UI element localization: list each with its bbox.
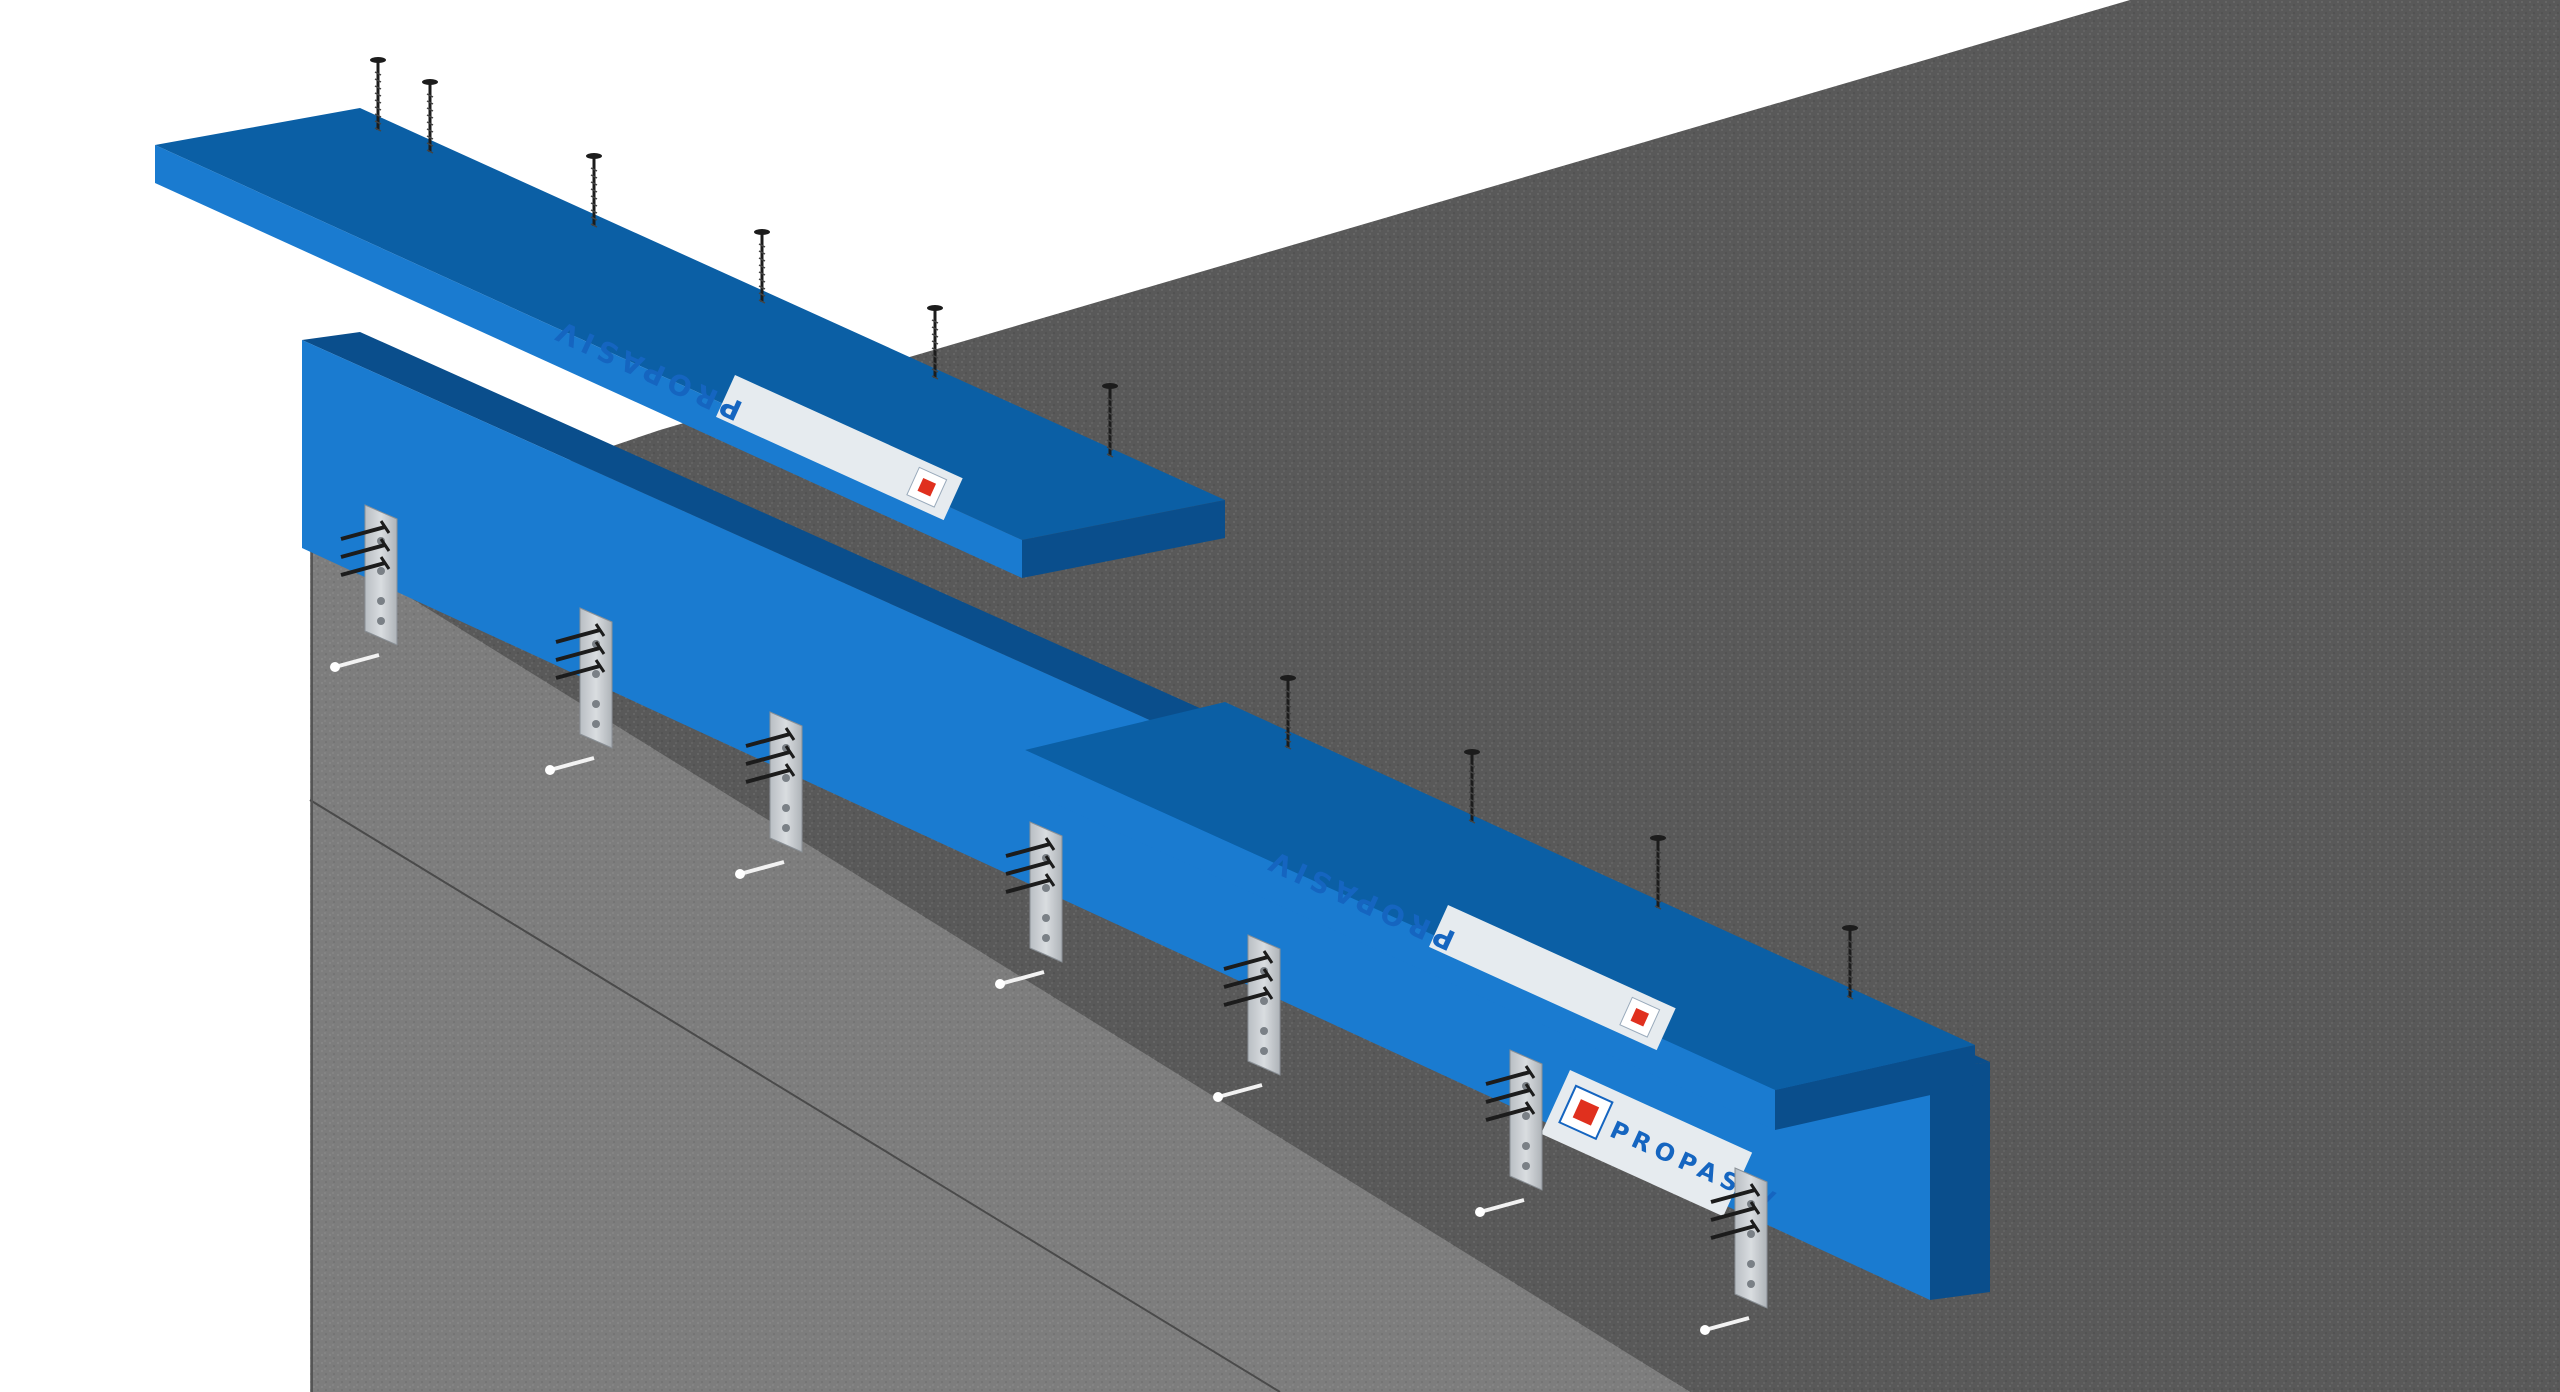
- wood-screw: [927, 305, 943, 380]
- brand-logo-icon: [1619, 996, 1661, 1038]
- concrete-wall-face-upper: [310, 548, 1690, 1392]
- bracket-screw: [555, 623, 606, 644]
- bracket-screw: [1005, 873, 1056, 894]
- bracket-screw: [1485, 1083, 1536, 1104]
- board-front-face: [1025, 750, 1775, 1130]
- wood-screw: [1464, 749, 1480, 824]
- steel-angle-bracket: [1700, 1167, 1768, 1335]
- steel-angle-bracket: [995, 821, 1063, 989]
- concrete-slab-top: [310, 0, 2560, 1392]
- brand-logo-icon: [906, 466, 948, 508]
- board-front-face: [155, 145, 1022, 578]
- steel-angle-bracket: [735, 711, 803, 879]
- bracket-screw: [1223, 986, 1274, 1007]
- wood-screw: [1102, 383, 1118, 458]
- board-top-face: [1025, 702, 1975, 1090]
- board-top-face: [155, 108, 1225, 540]
- brand-logo-icon: [1558, 1084, 1614, 1141]
- wood-screw: [422, 79, 438, 154]
- bracket-screw: [1710, 1201, 1761, 1222]
- wood-screw: [1842, 925, 1858, 1000]
- concrete-edge: [309, 799, 1281, 1392]
- anchor-bolt: [1700, 1316, 1750, 1335]
- bracket-screw: [340, 538, 391, 559]
- bracket-group: [330, 504, 1768, 1335]
- anchor-bolt: [545, 756, 595, 775]
- anchor-bolt: [1475, 1198, 1525, 1217]
- concrete-structure: [309, 0, 2560, 1392]
- anchor-bolt: [330, 653, 380, 672]
- steel-angle-bracket: [545, 607, 613, 775]
- steel-angle-bracket: [330, 504, 398, 672]
- board-end-face: [1022, 500, 1225, 578]
- bracket-screw: [745, 763, 796, 784]
- bracket-screw: [745, 745, 796, 766]
- wood-screw: [1280, 675, 1296, 750]
- top-board-loose: PROPASIV: [155, 108, 1225, 578]
- wood-screw: [586, 153, 602, 228]
- screw-group: [370, 57, 1858, 1000]
- bracket-screw: [1485, 1101, 1536, 1122]
- bracket-screw: [555, 641, 606, 662]
- board-end-face: [1930, 1062, 1990, 1300]
- bracket-screw: [745, 727, 796, 748]
- anchor-bolt: [1213, 1083, 1263, 1102]
- wood-screw: [754, 229, 770, 304]
- bracket-screw: [340, 556, 391, 577]
- top-board-installed: PROPASIV PROPASIV: [1025, 702, 1975, 1217]
- bracket-screw: [1710, 1183, 1761, 1204]
- bracket-screw: [555, 659, 606, 680]
- anchor-bolt: [995, 970, 1045, 989]
- steel-angle-bracket: [1475, 1049, 1543, 1217]
- wood-screw: [370, 57, 386, 132]
- bracket-screw: [1005, 837, 1056, 858]
- bracket-screw: [1223, 968, 1274, 989]
- bracket-screw: [1223, 950, 1274, 971]
- board-end-face: [1775, 1045, 1975, 1130]
- bracket-screw: [1005, 855, 1056, 876]
- bracket-screw: [1485, 1065, 1536, 1086]
- bracket-screw: [1710, 1219, 1761, 1240]
- wood-screw: [1650, 835, 1666, 910]
- steel-angle-bracket: [1213, 934, 1281, 1102]
- anchor-bolt: [735, 860, 785, 879]
- bracket-screw: [340, 520, 391, 541]
